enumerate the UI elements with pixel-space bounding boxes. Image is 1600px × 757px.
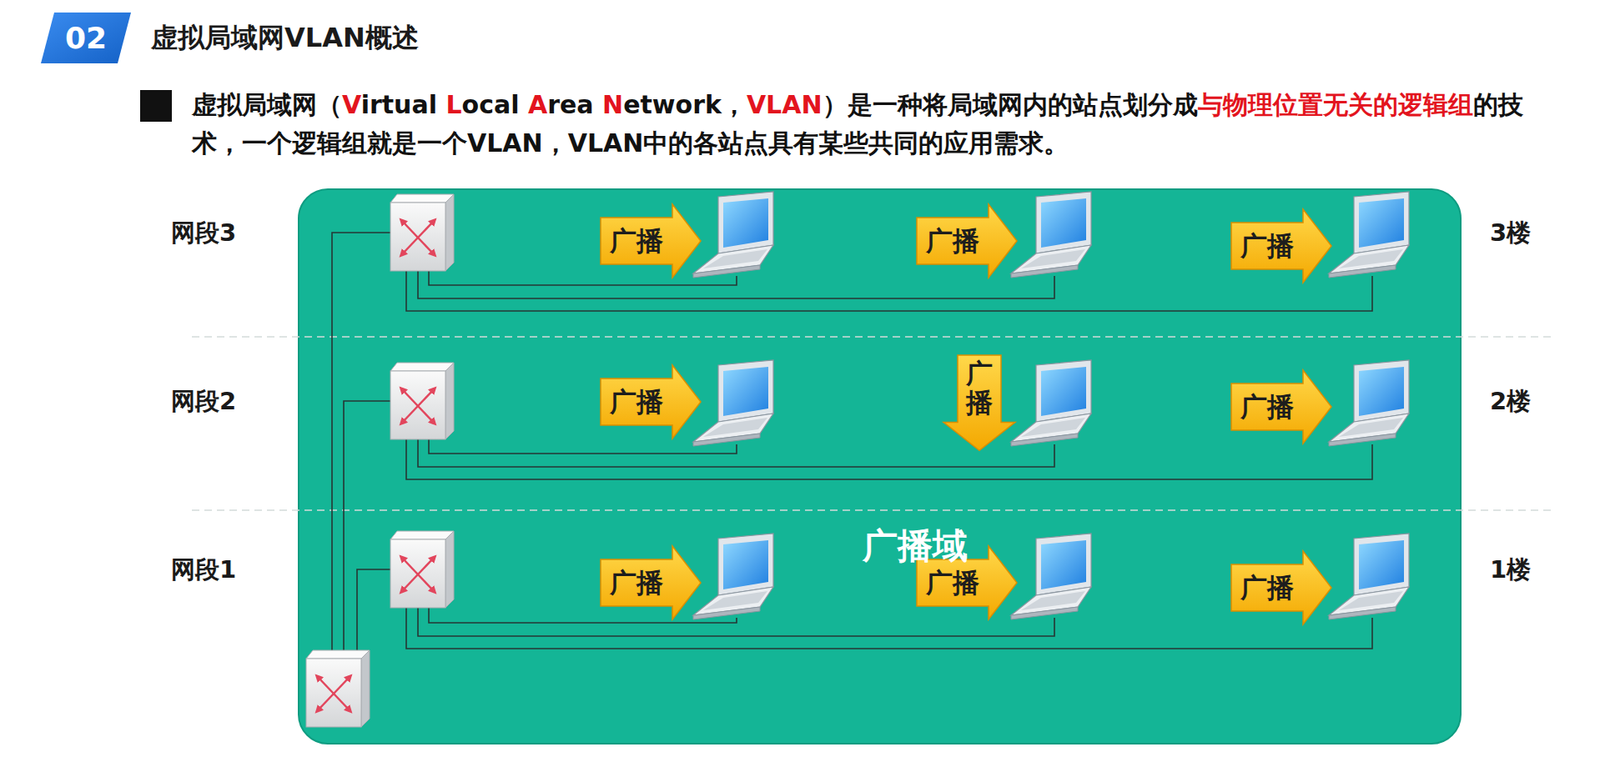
arrow-shape: [600, 365, 701, 439]
trunk-cable: [357, 569, 391, 651]
laptop-icon: [1011, 533, 1092, 620]
paragraph-text: rea: [547, 90, 603, 120]
floor-label: 1楼: [1489, 553, 1531, 586]
side-label-holder: 1楼: [1489, 553, 1531, 586]
highlight-text: 与物理位置无关的逻辑组: [1197, 90, 1474, 120]
trunk-cable: [343, 401, 391, 651]
arrow-shape: [943, 355, 1016, 451]
laptop-icon: [1328, 360, 1409, 447]
badge-shape: [40, 12, 131, 64]
cable: [428, 439, 737, 454]
cable: [428, 608, 737, 624]
floor-divider: [191, 336, 1554, 338]
arrow-label: 广播: [925, 225, 980, 257]
section-badge: 02: [40, 12, 131, 64]
laptop-icon: [693, 191, 1409, 620]
broadcast-arrow: 广播: [943, 355, 1016, 451]
highlight-text: A: [528, 90, 548, 120]
arrow-label: 广播: [925, 567, 980, 599]
switch-icon: [390, 531, 454, 609]
cable: [417, 439, 1055, 468]
segment-label: 网段3: [171, 216, 237, 249]
highlight-text: V: [342, 90, 362, 120]
laptop-icon: [1328, 191, 1409, 278]
cable: [417, 271, 1055, 299]
switch-icon: [390, 362, 454, 440]
paragraph-text: ocal: [462, 90, 529, 120]
highlight-text: VLAN: [746, 90, 823, 120]
side-label-holder: 网段2: [171, 385, 237, 418]
laptop-icon: [693, 360, 774, 447]
definition-paragraph: 虚拟局域网（Virtual Local Area Network，VLAN）是一…: [191, 85, 1569, 163]
side-label-holder: 网段3: [171, 216, 237, 249]
floor-divider: [191, 337, 1554, 511]
floor-label: 2楼: [1489, 385, 1531, 418]
arrow-shape: [600, 546, 701, 620]
switch-icon: [390, 194, 454, 272]
broadcast-arrow: 广播: [600, 204, 701, 278]
arrow-shape: [1231, 209, 1332, 283]
cable: [417, 608, 1055, 637]
paragraph-text: irtual: [361, 90, 447, 120]
broadcast-domain: 广播广播广播广播广播广播广播广播广播广播域: [297, 188, 1462, 745]
highlight-text: L: [445, 90, 462, 120]
laptop-icon: [693, 533, 774, 620]
paragraph-text: 虚拟局域网（: [191, 90, 343, 120]
domain-label: 广播域: [862, 525, 968, 568]
cable: [332, 232, 1373, 651]
bullet-square: [140, 90, 172, 122]
arrow-shape: [916, 204, 1017, 278]
broadcast-arrow: 广播: [600, 365, 701, 439]
broadcast-arrow: 广播: [600, 546, 701, 620]
broadcast-arrow: 广播: [1231, 370, 1332, 444]
paragraph-text: etwork，: [623, 90, 747, 120]
arrow-label: 广播: [1240, 391, 1294, 423]
highlight-text: N: [602, 90, 624, 120]
broadcast-arrow: 广播: [1231, 551, 1332, 625]
floor-label: 3楼: [1489, 216, 1531, 249]
arrow-label: 广播: [966, 359, 993, 418]
segment-label: 网段2: [171, 385, 237, 418]
laptop-icon: [693, 191, 774, 278]
broadcast-arrow: 广播: [1231, 209, 1332, 283]
arrow-shape: [1231, 370, 1332, 444]
side-label-holder: 网段1: [171, 553, 237, 586]
switch-icon: [306, 194, 454, 728]
segment-label: 网段1: [171, 553, 237, 586]
arrow-label: 广播: [609, 567, 664, 599]
side-label-holder: 3楼: [1489, 216, 1531, 249]
laptop-icon: [1011, 191, 1092, 278]
cable: [406, 271, 1373, 312]
slide-title: 虚拟局域网VLAN概述: [150, 20, 419, 56]
floor-divider: [191, 509, 1554, 512]
side-label-holder: 2楼: [1489, 385, 1531, 418]
trunk-cable: [332, 232, 391, 651]
arrow-label: 广播: [609, 225, 664, 257]
laptop-icon: [1011, 360, 1092, 447]
arrow-label: 广播: [1240, 230, 1294, 262]
paragraph-text: ）是一种将局域网内的站点划分成: [822, 90, 1198, 120]
switch-icon: [306, 650, 370, 728]
title-holder: 虚拟局域网VLAN概述: [150, 20, 419, 56]
section-number: 02: [65, 20, 107, 56]
cable: [406, 608, 1373, 650]
arrow-label: 广播: [609, 386, 664, 418]
arrow-shape: [1231, 551, 1332, 625]
cable: [428, 271, 737, 286]
broadcast-arrow: 广播: [916, 204, 1017, 278]
cable: [406, 439, 1373, 480]
arrow-shape: [600, 204, 701, 278]
arrow-label: 广播: [1240, 572, 1294, 604]
laptop-icon: [1328, 533, 1409, 620]
